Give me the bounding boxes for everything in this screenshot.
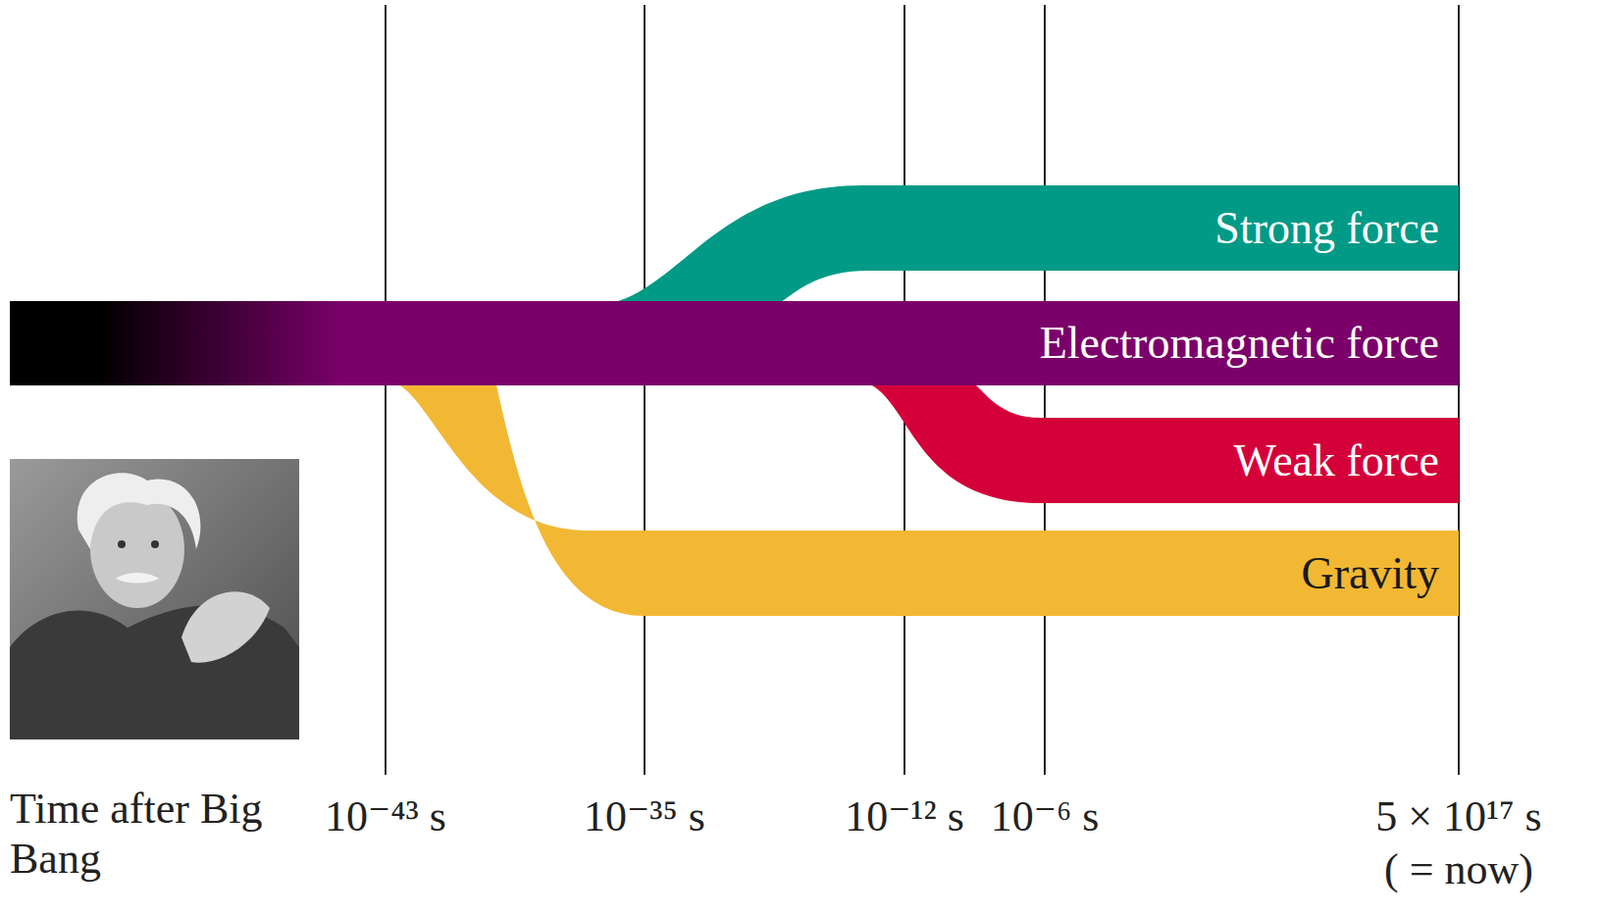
force-name: Gravity bbox=[1300, 551, 1459, 597]
time-note: ( = now) bbox=[1384, 845, 1534, 896]
gravity-branch bbox=[385, 380, 658, 617]
time-tick: 10⁻⁶ s bbox=[990, 792, 1100, 843]
weak-force-band: Weak force bbox=[1040, 417, 1459, 504]
time-tick: 10⁻¹² s bbox=[844, 792, 965, 843]
portrait-photo bbox=[9, 459, 300, 740]
gravity-band: Gravity bbox=[644, 530, 1459, 617]
time-tick: 5 × 10¹⁷ s bbox=[1375, 792, 1542, 843]
force-name: Weak force bbox=[1233, 438, 1459, 484]
time-tick: 10⁻⁴³ s bbox=[324, 792, 447, 843]
strong-force-band: Strong force bbox=[863, 185, 1459, 271]
time-tick: 10⁻³⁵ s bbox=[583, 792, 706, 843]
force-name: Electromagnetic force bbox=[1039, 320, 1459, 366]
weak-branch bbox=[853, 380, 1055, 504]
axis-title: Time after Big Bang bbox=[9, 784, 265, 884]
time-gridline bbox=[385, 4, 1459, 775]
strong-branch bbox=[588, 185, 883, 307]
force-name: Strong force bbox=[1214, 206, 1459, 252]
electromagnetic-force-band: Electromagnetic force bbox=[9, 301, 1459, 386]
